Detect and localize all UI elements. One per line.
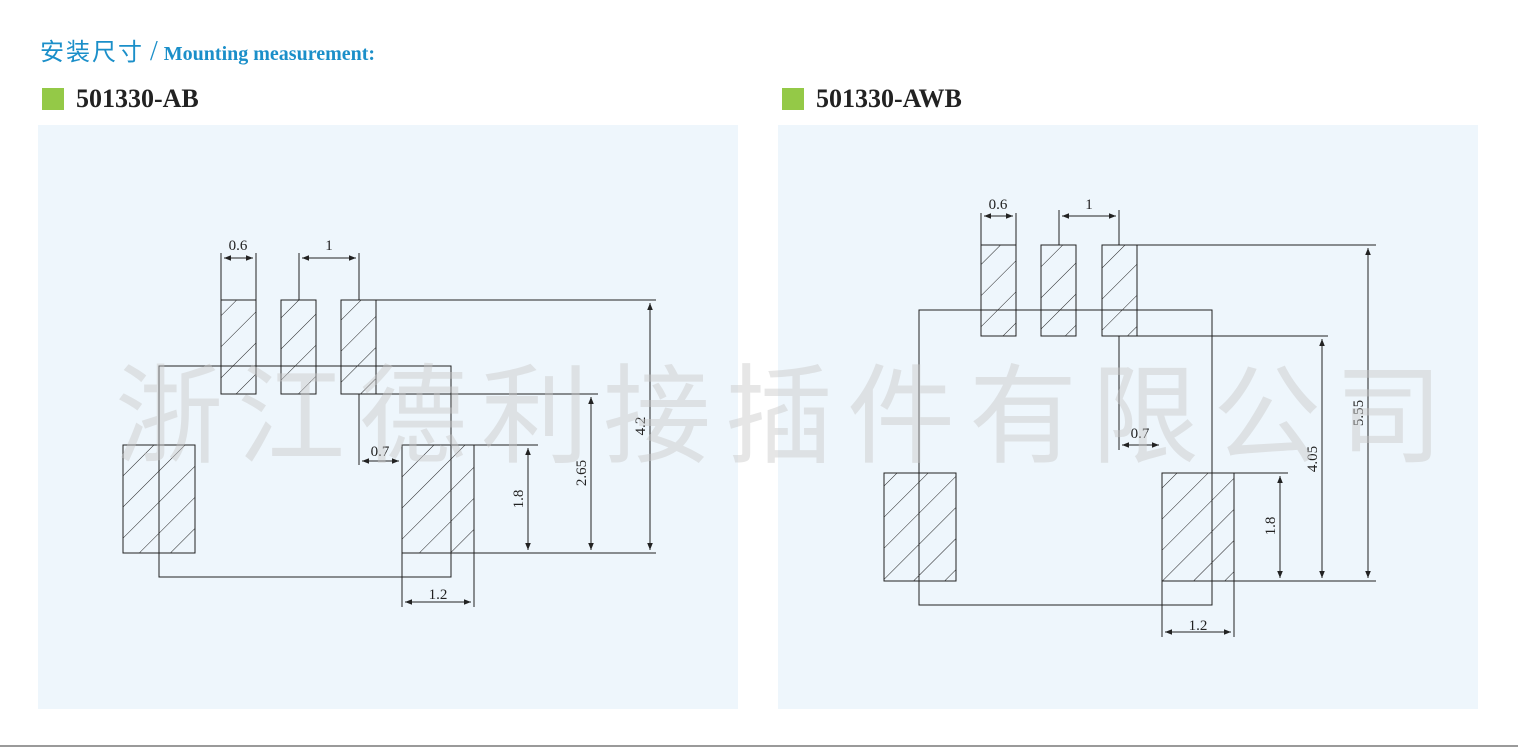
page-title: 安装尺寸/Mounting measurement: (40, 32, 375, 68)
green-square-icon (42, 88, 64, 110)
pin-2 (1040, 244, 1077, 337)
dim-pad-width: 1.2 (429, 587, 448, 603)
mounting-diagram-left: 0.6 1 0.7 1.2 1.8 2.65 4.2 (122, 238, 656, 607)
pad-left (883, 472, 957, 582)
pin-2 (280, 299, 317, 395)
title-english: Mounting measurement: (163, 43, 376, 65)
dim-total-a: 2.65 (574, 460, 590, 486)
pad-right (1161, 472, 1235, 582)
title-chinese: 安装尺寸 (40, 38, 144, 66)
diagram-panel-right: 0.6 1 0.7 1.2 1.8 4.05 5.55 (778, 125, 1478, 709)
mounting-diagram-right: 0.6 1 0.7 1.2 1.8 4.05 5.55 (883, 197, 1376, 637)
dim-total-b: 5.55 (1351, 400, 1367, 426)
pin-3 (340, 299, 377, 395)
dim-pitch: 1 (325, 238, 333, 254)
diagram-panel-left: 0.6 1 0.7 1.2 1.8 2.65 4.2 (38, 125, 738, 709)
part-label-left: 501330-AB (42, 84, 199, 114)
dim-total-a: 4.05 (1305, 446, 1321, 472)
part-number-left: 501330-AB (76, 84, 199, 113)
pad-right (401, 444, 475, 554)
pin-1 (220, 299, 257, 395)
dim-gap: 0.7 (371, 444, 390, 460)
dim-total-b: 4.2 (633, 417, 649, 436)
dim-pin-width: 0.6 (989, 197, 1008, 213)
pin-1 (980, 244, 1017, 337)
dim-pad-height: 1.8 (1263, 517, 1279, 536)
dim-pitch: 1 (1085, 197, 1093, 213)
bottom-divider (0, 745, 1518, 747)
part-number-right: 501330-AWB (816, 84, 962, 113)
pad-left (122, 444, 196, 554)
dim-pad-height: 1.8 (511, 490, 527, 509)
part-label-right: 501330-AWB (782, 84, 962, 114)
dim-pad-width: 1.2 (1189, 618, 1208, 634)
dim-gap: 0.7 (1131, 426, 1150, 442)
dim-pin-width: 0.6 (229, 238, 248, 254)
pin-3 (1101, 244, 1138, 337)
green-square-icon (782, 88, 804, 110)
title-separator: / (150, 36, 158, 67)
